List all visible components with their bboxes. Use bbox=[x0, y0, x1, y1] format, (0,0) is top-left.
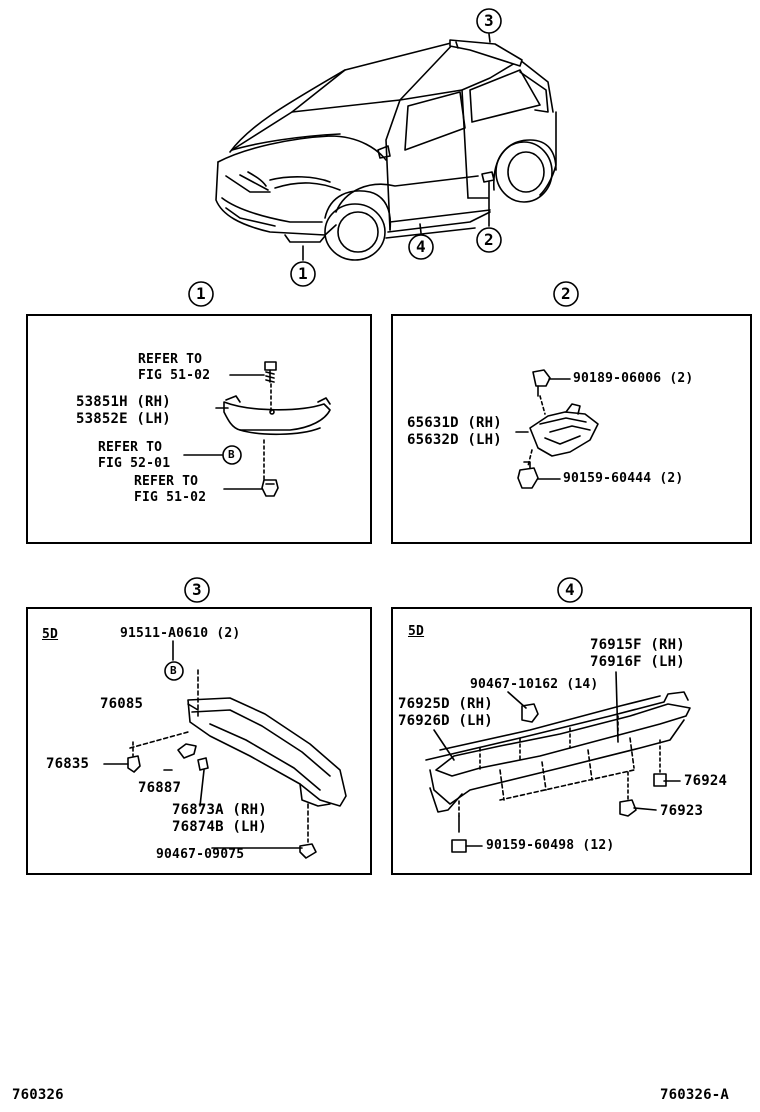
panel1-artwork bbox=[183, 361, 331, 497]
nut-90467-label: 90467-09075 bbox=[156, 847, 245, 862]
part-rh: 76873A (RH) bbox=[172, 802, 267, 818]
refer-line: REFER TO bbox=[134, 474, 199, 489]
refer-fig: FIG 51-02 bbox=[134, 490, 207, 505]
refer-line: REFER TO bbox=[138, 352, 203, 367]
callout-3-car: 3 bbox=[484, 11, 494, 30]
part-65631d-label: 65631D (RH) 65632D (LH) bbox=[407, 415, 502, 449]
refer-fig-51-02-top: REFER TO FIG 51-02 bbox=[138, 352, 210, 384]
clip-76923-label: 76923 bbox=[660, 803, 704, 819]
clip-91511-label: 91511-A0610 (2) bbox=[120, 626, 241, 641]
variant-5d-panel3: 5D bbox=[42, 627, 59, 642]
part-53851h-label: 53851H (RH) 53852E (LH) bbox=[76, 394, 171, 428]
part-lh: 65632D (LH) bbox=[407, 432, 502, 448]
part-lh: 76916F (LH) bbox=[590, 654, 685, 670]
callout-4-car: 4 bbox=[416, 237, 426, 256]
refer-fig: FIG 51-02 bbox=[138, 368, 211, 383]
part-rh: 76915F (RH) bbox=[590, 637, 685, 653]
clip-90189-label: 90189-06006 (2) bbox=[573, 371, 694, 386]
ref-letter-b-panel3: B bbox=[170, 664, 177, 677]
panel-3 bbox=[26, 607, 372, 875]
part-lh: 76874B (LH) bbox=[172, 819, 267, 835]
panel3-artwork bbox=[103, 640, 347, 859]
part-76925d-label: 76925D (RH) 76926D (LH) bbox=[398, 696, 493, 730]
screw-90159-label: 90159-60498 (12) bbox=[486, 838, 615, 853]
footer-left-code: 760326 bbox=[12, 1087, 64, 1103]
grommet-76835-label: 76835 bbox=[46, 756, 90, 772]
part-rh: 65631D (RH) bbox=[407, 415, 502, 431]
refer-fig-51-02-bottom: REFER TO FIG 51-02 bbox=[134, 474, 206, 506]
section-callout-4: 4 bbox=[565, 580, 575, 599]
section-callout-3: 3 bbox=[192, 580, 202, 599]
part-76873a-label: 76873A (RH) 76874B (LH) bbox=[172, 802, 267, 836]
panel2-artwork bbox=[515, 369, 599, 489]
section-callout-2: 2 bbox=[561, 284, 571, 303]
panel-1 bbox=[26, 314, 372, 544]
clip-90159-label: 90159-60444 (2) bbox=[563, 471, 684, 486]
moulding-76915f-label: 76915F (RH) 76916F (LH) bbox=[590, 637, 685, 671]
refer-line: REFER TO bbox=[98, 440, 163, 455]
part-rh: 53851H (RH) bbox=[76, 394, 171, 410]
spoiler-76085-label: 76085 bbox=[100, 696, 144, 712]
callout-1-car: 1 bbox=[298, 264, 308, 283]
section-callout-1: 1 bbox=[196, 284, 206, 303]
part-rh: 76925D (RH) bbox=[398, 696, 493, 712]
bracket-76887-label: 76887 bbox=[138, 780, 182, 796]
variant-5d-panel4: 5D bbox=[408, 624, 425, 639]
refer-fig-52-01: REFER TO FIG 52-01 bbox=[98, 440, 170, 472]
ref-letter-b-panel1: B bbox=[228, 448, 235, 461]
clip-90467-label: 90467-10162 (14) bbox=[470, 677, 599, 692]
refer-fig: FIG 52-01 bbox=[98, 456, 171, 471]
panel-4 bbox=[391, 607, 752, 875]
grommet-76924-label: 76924 bbox=[684, 773, 728, 789]
callout-2-car: 2 bbox=[484, 230, 494, 249]
car-illustration bbox=[215, 39, 557, 261]
footer-right-code: 760326-A bbox=[660, 1087, 730, 1103]
part-lh: 76926D (LH) bbox=[398, 713, 493, 729]
part-lh: 53852E (LH) bbox=[76, 411, 171, 427]
panel4-artwork bbox=[425, 671, 691, 853]
panel-2 bbox=[391, 314, 752, 544]
